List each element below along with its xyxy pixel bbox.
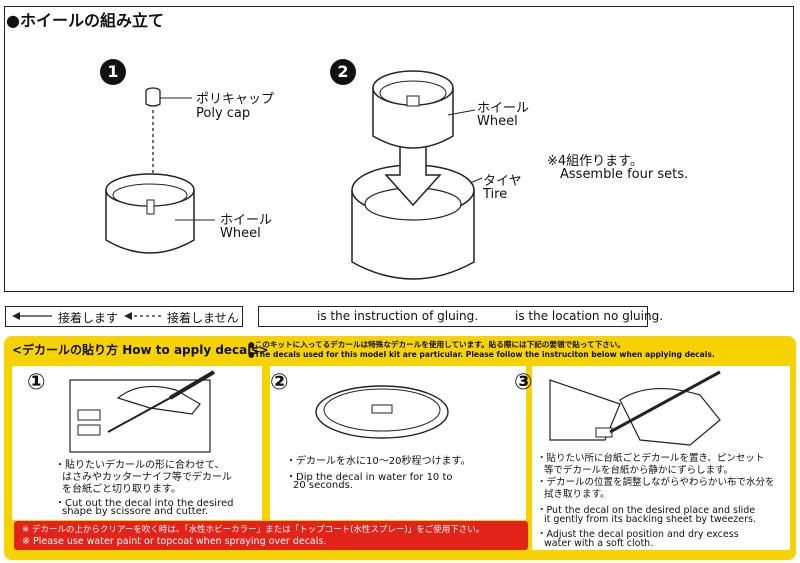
step2-badge: 2 — [330, 59, 356, 85]
polycap-illustration — [105, 87, 215, 254]
decal-step3-jp-2: 等でデカールを台紙から静かにずらします。 — [544, 465, 734, 476]
decal-step3-jp-3: ・デカールの位置を調整しながらやわらかい布で水分を — [537, 477, 775, 488]
decal-warning-jp: ※ デカールの上からクリアーを吹く時は、「水性ホビーカラー」または「トップコート… — [22, 525, 485, 535]
step1-badge: 1 — [100, 59, 126, 85]
decal-step1-jp-3: を台紙ごと切り取ります。 — [62, 484, 181, 495]
tire-label-en: Tire — [483, 187, 508, 202]
decal-warning-en: ※ Please use water paint or topcoat when… — [22, 536, 327, 547]
wheel-tire-illustration — [351, 70, 483, 280]
decal-step1-en-1: ・Cut out the decal into the desired — [55, 498, 234, 509]
legend-noglue-en: is the location no gluing. — [515, 309, 664, 323]
legend-glue-en: is the instruction of gluing. — [317, 309, 479, 323]
decal-step1-num: ① — [27, 370, 46, 395]
legend-jp-box — [5, 306, 243, 327]
decal-step3-en-2: it gently from its backing sheet by twee… — [544, 514, 757, 525]
decal-step3-en-1: ・Put the decal on the desired place and … — [537, 505, 756, 516]
decal-step2-jp-1: ・デカールを水に10〜20秒程つけます。 — [286, 456, 471, 467]
tire-label-jp: タイヤ — [483, 174, 522, 189]
polycap-label-en: Poly cap — [196, 106, 251, 121]
sets-note-jp: ※4組作ります。 — [547, 154, 643, 169]
decal-step2-en-2: 20 seconds. — [293, 480, 353, 491]
decal-step3-jp-1: ・貼りたい所に台紙ごとデカールを置き、ピンセット — [537, 453, 765, 464]
decal-step1-en-2: shape by scissore and cutter. — [62, 506, 209, 517]
sets-note-en: Assemble four sets. — [560, 167, 689, 182]
decal-warning-bar — [14, 521, 528, 550]
decal-step1-jp-2: はさみやカッターナイフ等でデカール — [62, 472, 232, 483]
wheel1-label-jp: ホイール — [220, 213, 273, 228]
legend-noglue-jp: 接着しません — [167, 311, 239, 325]
wheel2-label-jp: ホイール — [477, 101, 530, 116]
legend-glue-jp: 接着します — [58, 311, 119, 325]
assembly-heading: ●ホイールの組み立て — [6, 11, 164, 30]
decal-step1-jp-1: ・貼りたいデカールの形に合わせて、 — [55, 460, 225, 471]
legend-en-box — [258, 306, 648, 327]
decal-step3-num: ③ — [514, 370, 533, 395]
wheel2-label-en: Wheel — [477, 114, 518, 129]
decal-step3-jp-4: 拭き取ります。 — [544, 489, 610, 500]
decal-note-en: ●The decals used for this model kit are … — [248, 350, 715, 359]
decal-note-jp: ●このキットに入ってるデカールは特殊なデカールを使用しています。貼る際には下記の… — [248, 340, 625, 349]
polycap-label-jp: ポリキャップ — [196, 92, 275, 107]
decal-step3-en-3: ・Adjust the decal position and dry exces… — [537, 529, 739, 540]
decal-step2-num: ② — [270, 370, 289, 395]
decal-step3-en-4: water with a soft cloth. — [544, 538, 654, 549]
decal-step2-en-1: ・Dip the decal in water for 10 to — [286, 472, 453, 483]
wheel1-label-en: Wheel — [220, 226, 261, 241]
decal-title: <デカールの貼り方 How to apply decals> — [12, 343, 269, 357]
